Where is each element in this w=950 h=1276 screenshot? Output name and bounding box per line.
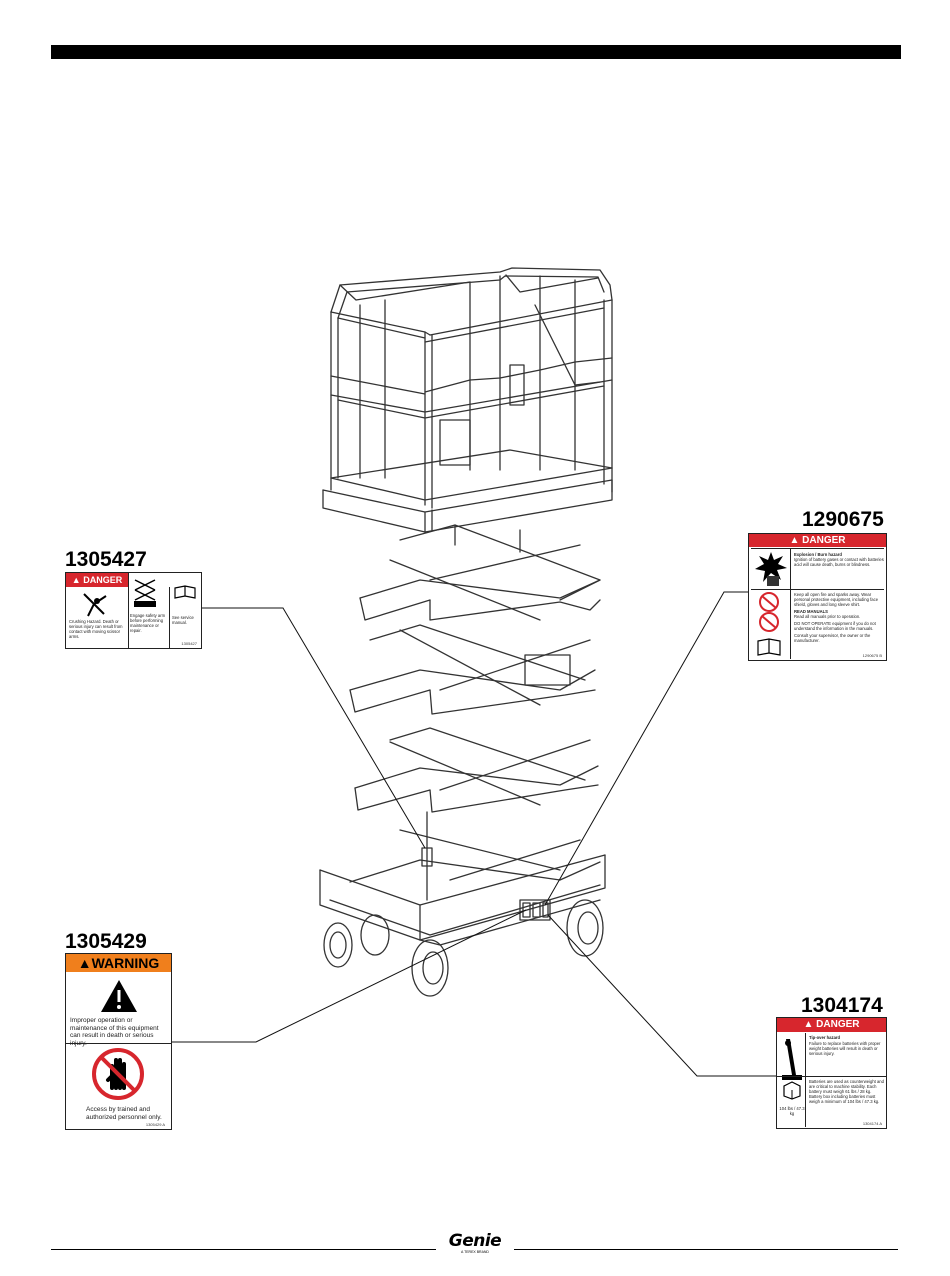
no-flame-icon [755, 592, 783, 632]
genie-logo: Genie A TEREX BRAND [442, 1232, 508, 1258]
danger-header: ▲ DANGER [777, 1018, 886, 1032]
header-rule [51, 45, 901, 59]
decal-text: Keep all open fire and sparks away. Wear… [794, 592, 879, 607]
decal-1290675: ▲ DANGER Explosion / Burn hazard Ignitio… [748, 533, 887, 661]
decal-code: 1290675 B [862, 653, 882, 658]
decal-1305427: ▲ DANGER Crushing Hazard. Death or serio… [65, 572, 202, 649]
decal-code: 1304174 A [862, 1121, 882, 1126]
logo-subtext: A TEREX BRAND [461, 1250, 489, 1254]
no-access-hand-icon [90, 1046, 146, 1102]
decal-text: Read all manuals prior to operation. [794, 614, 861, 619]
battery-box-icon [782, 1080, 802, 1100]
decal-text: Crushing Hazard. Death or serious injury… [69, 619, 123, 639]
danger-header: ▲ DANGER [66, 573, 128, 587]
warning-triangle-icon [101, 980, 137, 1012]
crush-hazard-icon [80, 590, 114, 618]
manual-book-icon [757, 638, 781, 656]
decal-text: Explosion / Burn hazard [794, 552, 842, 557]
decal-1304174: ▲ DANGER Tip-over hazard Failure to repl… [776, 1017, 887, 1129]
decal-text: Tip-over hazard [809, 1035, 841, 1040]
decal-text: Engage safety arm before performing main… [130, 613, 166, 633]
decal-text: Ignition of battery gases or contact wit… [794, 557, 884, 567]
decal-text: 104 lbs / 47.3 kg [779, 1106, 805, 1116]
decal-text: Consult your supervisor, the owner or th… [794, 633, 871, 643]
part-number-1290675: 1290675 [802, 508, 884, 531]
footer-rule-left [51, 1249, 436, 1250]
tip-over-icon [782, 1039, 802, 1080]
manual-book-icon [174, 585, 196, 599]
part-number-1305429: 1305429 [65, 930, 147, 953]
logo-text: Genie [448, 1231, 502, 1251]
decal-text: Failure to replace batteries with proper… [809, 1041, 881, 1056]
decal-text: See service manual. [172, 615, 194, 625]
decal-code: 1305429 A [145, 1122, 165, 1127]
danger-header: ▲ DANGER [749, 534, 886, 547]
explosion-icon [755, 552, 787, 586]
footer-rule-right [514, 1249, 898, 1250]
decal-text: Access by trained and authorized personn… [86, 1106, 162, 1121]
warning-header: ▲WARNING [66, 954, 171, 972]
part-number-1305427: 1305427 [65, 548, 147, 571]
safety-arm-icon [134, 577, 156, 607]
decal-text: DO NOT OPERATE equipment if you do not u… [794, 621, 876, 631]
part-number-1304174: 1304174 [801, 994, 883, 1017]
decal-text: Batteries are used as counterweight and … [809, 1079, 884, 1104]
decal-text: READ MANUALS [794, 609, 828, 614]
decal-1305429: ▲WARNING Improper operation or maintenan… [65, 953, 172, 1130]
decal-code: 1305427 [181, 641, 197, 646]
